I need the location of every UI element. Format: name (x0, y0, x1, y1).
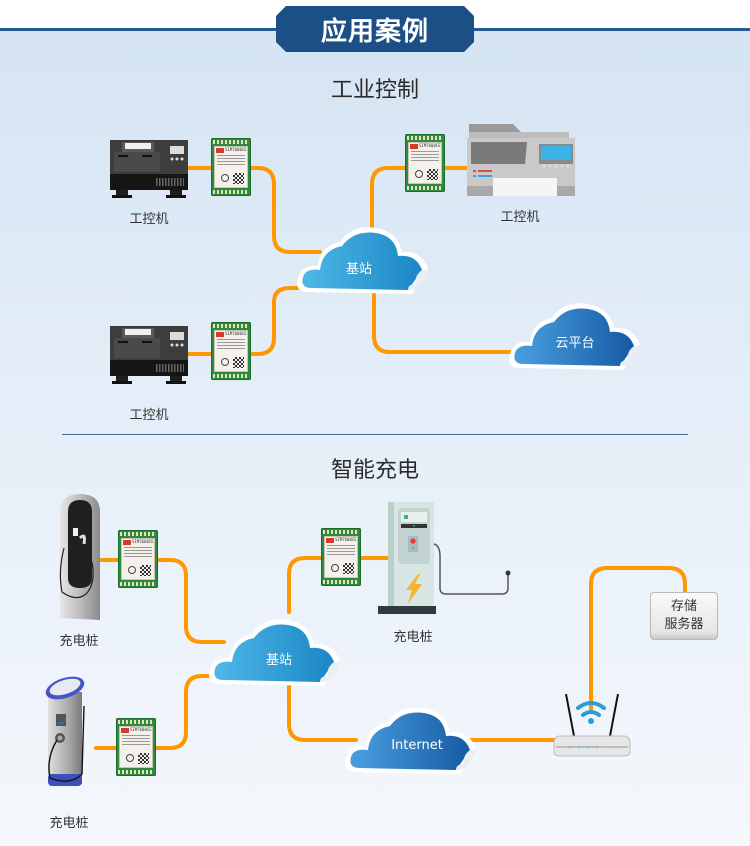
module-qr (233, 173, 244, 184)
module-pins-b (407, 186, 443, 190)
module-txt (124, 547, 152, 557)
module-ce (331, 564, 339, 572)
module-chip: SIM7600CE (214, 330, 248, 372)
module-ce (221, 358, 229, 366)
module-qr (427, 169, 438, 180)
module-qr (138, 753, 149, 764)
module-chip: SIM7600CE (408, 142, 442, 184)
section-title-industrial: 工业控制 (330, 78, 419, 103)
module-logo (326, 538, 334, 543)
module-logo (410, 144, 418, 149)
module-txt (122, 735, 150, 745)
sim-module: SIM7600CE (321, 528, 361, 586)
ev-charger-icon (59, 494, 100, 620)
device-label: 工控机 (129, 408, 169, 423)
base-station-cloud-icon (209, 619, 340, 686)
sim-module: SIM7600CE (118, 530, 158, 588)
module-ce (415, 170, 423, 178)
module-pn: SIM7600CE (335, 537, 357, 542)
wire-charger1-to-base (94, 558, 226, 644)
page-title: 应用案例 (320, 16, 429, 47)
base-station-label: 基站 (345, 262, 372, 277)
module-pins-b (213, 190, 249, 194)
module-logo (216, 148, 224, 153)
module-pn: SIM7600CE (130, 727, 152, 732)
module-chip: SIM7600CE (119, 726, 153, 768)
device-label: 工控机 (500, 210, 540, 225)
industrial-printer-icon (467, 124, 575, 196)
device-label: 充电桩 (393, 630, 433, 645)
module-ce (128, 566, 136, 574)
module-pins-b (120, 582, 156, 586)
device-label: 充电桩 (49, 816, 89, 831)
wire-base-to-ipc3 (370, 166, 482, 230)
industrial-pc-icon (110, 140, 188, 198)
page-title-banner: 应用案例 (276, 6, 474, 52)
module-pins-t (323, 530, 359, 534)
ev-charger-icon (45, 676, 85, 786)
industrial-pc-icon (110, 326, 188, 384)
module-qr (233, 357, 244, 368)
base-station-cloud-icon (297, 227, 428, 294)
module-chip: SIM7600CE (324, 536, 358, 578)
module-pn: SIM7600CE (225, 331, 247, 336)
wire-charger3-to-base (94, 674, 222, 750)
sim-module: SIM7600CE (211, 322, 251, 380)
module-pins-t (407, 136, 443, 140)
sim-module: SIM7600CE (211, 138, 251, 196)
cloud-platform-icon (509, 303, 640, 370)
wire-base-to-cloud (372, 290, 522, 354)
module-chip: SIM7600CE (214, 146, 248, 188)
ev-charger-icon (378, 502, 436, 614)
module-chip: SIM7600CE (121, 538, 155, 580)
module-pins-b (213, 374, 249, 378)
module-txt (217, 339, 245, 349)
internet-cloud-icon (345, 707, 476, 774)
sim-module: SIM7600CE (116, 718, 156, 776)
module-pins-t (213, 324, 249, 328)
module-pins-b (323, 580, 359, 584)
wire-ipc1-to-base (186, 166, 322, 254)
module-logo (216, 332, 224, 337)
module-txt (411, 151, 439, 161)
internet-label: Internet (391, 738, 443, 753)
module-pins-b (118, 770, 154, 774)
device-label: 工控机 (129, 212, 169, 227)
module-txt (217, 155, 245, 165)
module-pn: SIM7600CE (132, 539, 154, 544)
module-ce (221, 174, 229, 182)
sim-module: SIM7600CE (405, 134, 445, 192)
section-title-charging: 智能充电 (330, 458, 419, 483)
server-label-line2: 服务器 (664, 617, 704, 632)
wire-ipc2-to-base (186, 286, 312, 356)
section-divider (62, 434, 688, 435)
wire-base-to-charger2 (287, 556, 394, 614)
wifi-router-icon (553, 693, 631, 757)
cloud-platform-label: 云平台 (555, 336, 595, 351)
module-logo (121, 728, 129, 733)
module-pn: SIM7600CE (419, 143, 441, 148)
module-pins-t (118, 720, 154, 724)
cable-plug (505, 570, 511, 576)
module-pn: SIM7600CE (225, 147, 247, 152)
module-pins-t (120, 532, 156, 536)
module-pins-t (213, 140, 249, 144)
server-label-line1: 存储 (670, 599, 697, 614)
storage-server-box: 存储 服务器 (650, 592, 718, 640)
base-station-label: 基站 (265, 653, 292, 668)
wifi-signal-icon (576, 701, 606, 717)
charger-cable (433, 543, 509, 595)
wire-router-to-server (589, 566, 687, 712)
wire-base-to-internet (287, 682, 358, 742)
module-qr (343, 563, 354, 574)
module-qr (140, 565, 151, 576)
module-txt (327, 545, 355, 555)
device-label: 充电桩 (59, 634, 99, 649)
module-logo (123, 540, 131, 545)
module-ce (126, 754, 134, 762)
